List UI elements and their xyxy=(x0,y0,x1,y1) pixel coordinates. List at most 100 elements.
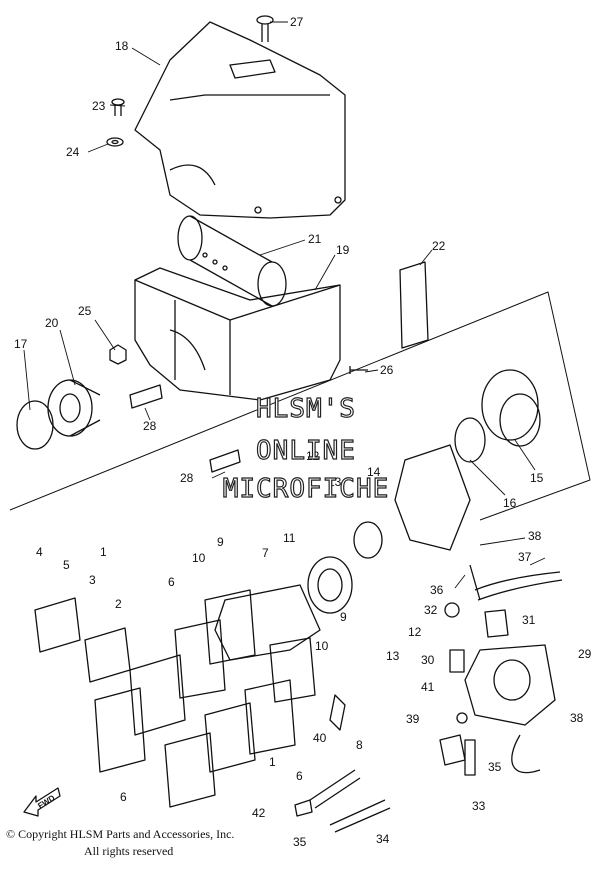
callout-6c: 6 xyxy=(120,790,127,804)
spring-40 xyxy=(309,769,361,809)
manifold-7 xyxy=(214,584,321,661)
callout-27: 27 xyxy=(290,15,304,29)
callout-7: 7 xyxy=(262,546,269,560)
filter-element-22 xyxy=(399,261,429,349)
clip-42 xyxy=(294,799,313,817)
callout-26: 26 xyxy=(380,363,394,377)
callout-31: 31 xyxy=(522,613,536,627)
callout-2: 2 xyxy=(115,597,122,611)
reed-gasket-6d xyxy=(269,637,316,703)
callout-16: 16 xyxy=(503,496,517,510)
callout-12a: 12 xyxy=(306,449,320,463)
callout-29: 29 xyxy=(578,647,592,661)
callout-9a: 9 xyxy=(217,535,224,549)
callout-21: 21 xyxy=(308,232,322,246)
callout-4: 4 xyxy=(36,545,43,559)
callout-24: 24 xyxy=(66,145,80,159)
nut-25 xyxy=(109,344,127,365)
clamp-14 xyxy=(353,521,383,559)
callout-6a: 6 xyxy=(168,575,175,589)
callout-38a: 38 xyxy=(528,529,542,543)
callout-10a: 10 xyxy=(192,551,206,565)
hose-39 xyxy=(439,734,466,766)
hose-38 xyxy=(511,734,541,774)
airbox-cover xyxy=(134,21,346,219)
reed-plate-2 xyxy=(84,627,131,683)
bolt-8 xyxy=(329,694,346,731)
block-28b xyxy=(209,449,241,473)
spacer-30 xyxy=(449,649,465,673)
callout-11: 11 xyxy=(283,531,296,545)
intake-joint-11 xyxy=(307,556,353,614)
hose-37 xyxy=(474,571,563,601)
callout-1b: 1 xyxy=(269,755,276,769)
reed-gasket-6e xyxy=(94,687,146,773)
callout-36: 36 xyxy=(430,583,444,597)
callout-numbers: 27 18 23 24 21 19 22 25 20 17 26 28 28 1… xyxy=(14,15,592,849)
callout-9b: 9 xyxy=(340,610,347,624)
callout-34: 34 xyxy=(376,832,390,846)
intake-tube-21 xyxy=(177,215,287,307)
callout-39: 39 xyxy=(406,712,420,726)
watermark-line-3: MICROFICHE xyxy=(222,473,390,504)
callout-35a: 35 xyxy=(488,760,502,774)
assembly-outline xyxy=(9,291,591,521)
callout-19: 19 xyxy=(336,243,350,257)
callout-20: 20 xyxy=(45,316,59,330)
callout-28a: 28 xyxy=(143,419,157,433)
callout-18: 18 xyxy=(115,39,129,53)
reed-gasket-6c xyxy=(244,679,296,755)
callout-12b: 12 xyxy=(408,625,422,639)
clamp-16 xyxy=(454,417,486,463)
bracket-31 xyxy=(484,609,509,638)
reed-gasket-6b xyxy=(204,589,256,665)
callout-10b: 10 xyxy=(315,639,329,653)
callout-14: 14 xyxy=(367,465,381,479)
callout-28b: 28 xyxy=(180,471,194,485)
nut-41 xyxy=(456,712,468,724)
callout-6b: 6 xyxy=(296,769,303,783)
watermark-line-2: ONLINE xyxy=(255,435,356,466)
manifold-14 xyxy=(394,444,471,551)
reed-block-1 xyxy=(129,654,186,736)
reed-gasket-6a xyxy=(174,619,226,699)
copyright-line: © Copyright HLSM Parts and Accessories, … xyxy=(6,827,235,841)
callout-30: 30 xyxy=(421,653,435,667)
clamp-17 xyxy=(16,400,54,450)
callout-25: 25 xyxy=(78,304,92,318)
copyright-notice: © Copyright HLSM Parts and Accessories, … xyxy=(6,826,234,860)
nut-32 xyxy=(444,602,460,618)
hose-36 xyxy=(469,564,481,601)
callout-23: 23 xyxy=(92,99,106,113)
callout-3: 3 xyxy=(89,573,96,587)
spring-34 xyxy=(329,799,391,833)
callout-22: 22 xyxy=(432,239,446,253)
callout-15: 15 xyxy=(530,471,544,485)
reed-plate-3 xyxy=(34,597,81,653)
fwd-arrow-icon: FWD xyxy=(23,787,61,817)
callout-13a: 13 xyxy=(328,475,342,489)
screw-26 xyxy=(349,366,368,374)
screw-27 xyxy=(256,15,274,42)
callout-1a: 1 xyxy=(100,545,107,559)
intake-joint-15 xyxy=(481,369,541,447)
callout-32: 32 xyxy=(424,603,438,617)
fuel-pump-29 xyxy=(464,644,556,726)
airbox-case-19 xyxy=(134,267,341,401)
reed-gasket-6f xyxy=(164,732,216,808)
block-28a xyxy=(129,384,163,409)
callout-33: 33 xyxy=(472,799,486,813)
watermark-line-1: HLSM'S xyxy=(255,393,356,424)
callout-13b: 13 xyxy=(386,649,400,663)
callout-41: 41 xyxy=(421,680,435,694)
washer-24 xyxy=(106,137,124,147)
callout-38b: 38 xyxy=(570,711,584,725)
callout-37: 37 xyxy=(518,550,532,564)
rights-line: All rights reserved xyxy=(84,844,174,858)
callout-42: 42 xyxy=(252,806,266,820)
callout-5: 5 xyxy=(63,558,70,572)
callout-17: 17 xyxy=(14,337,28,351)
callout-40: 40 xyxy=(313,731,327,745)
reed-block-1b xyxy=(204,702,256,773)
